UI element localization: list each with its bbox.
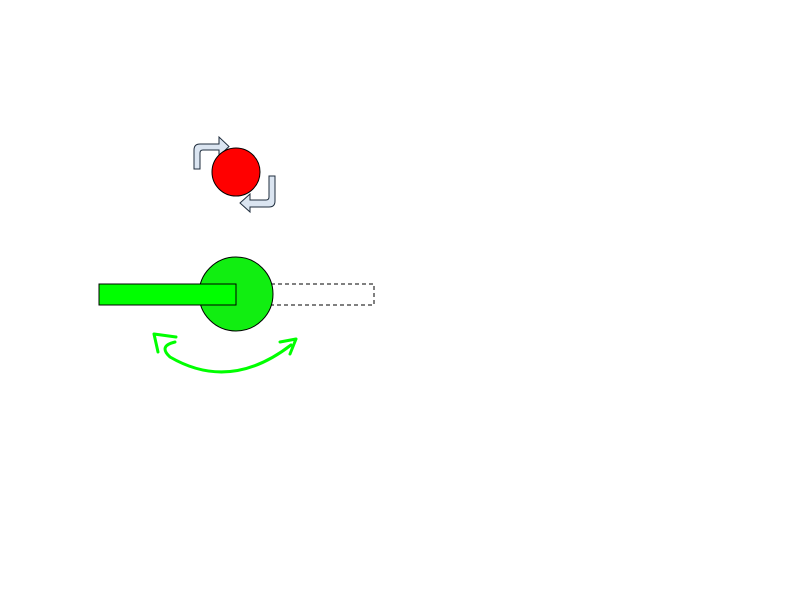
spinning-ball-group <box>193 135 276 214</box>
spin-arrow-bottom-icon <box>239 175 276 214</box>
pivot-arm-group <box>98 256 375 332</box>
arm-bar <box>98 283 237 306</box>
swing-arc <box>163 340 293 374</box>
red-ball <box>211 147 261 197</box>
swing-arrowhead-left <box>152 332 178 354</box>
arm-ghost-position <box>235 283 375 306</box>
swing-arrowhead-right <box>278 337 298 356</box>
swing-arrow-icon <box>152 332 298 374</box>
